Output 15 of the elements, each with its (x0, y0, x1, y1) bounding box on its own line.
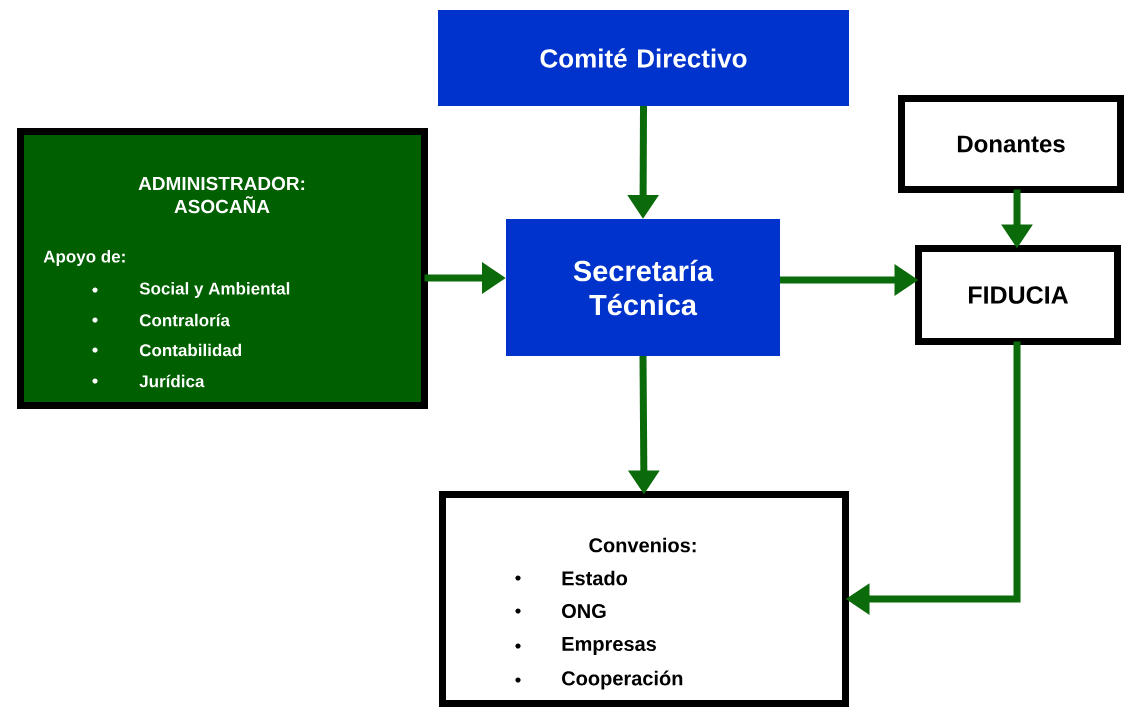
process-box: Comité Directivo (438, 10, 849, 106)
process-box: FIDUCIA (915, 245, 1121, 345)
list-item: Jurídica (139, 374, 205, 388)
list-item: Social y Ambiental (139, 282, 290, 298)
heading: ADMINISTRADOR: ASOCAÑA (138, 176, 305, 214)
heading: Convenios: (589, 537, 696, 553)
list-item: Estado (562, 570, 628, 586)
list-item: Contabilidad (139, 343, 242, 357)
list-item: ONG (562, 603, 606, 619)
list-item: Contraloría (139, 313, 230, 327)
list-item: Cooperación (562, 670, 683, 690)
subheading: Apoyo de: (43, 250, 125, 266)
process-box: Donantes (898, 95, 1124, 193)
process-box: Secretaría Técnica (506, 219, 780, 356)
list-item: Empresas (562, 637, 656, 655)
